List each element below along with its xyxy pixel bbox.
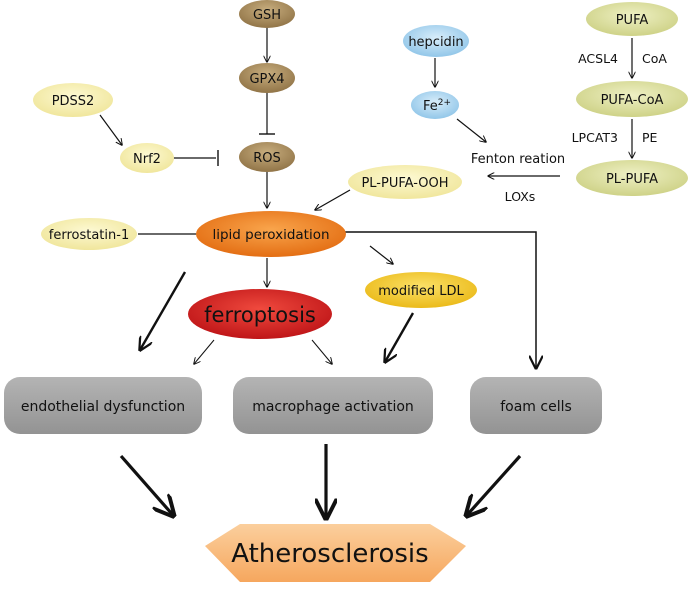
svg-text:ferroptosis: ferroptosis — [204, 303, 316, 327]
node-ferrostatin-1: ferrostatin-1 — [41, 218, 137, 250]
label-lpcat3: LPCAT3 — [572, 130, 618, 145]
svg-text:PUFA: PUFA — [616, 13, 649, 28]
edge-lipid-foamcells — [345, 231, 536, 368]
edge-ferroptosis-macrophage — [311, 339, 332, 364]
node-modified-ldl: modified LDL — [365, 272, 477, 308]
svg-text:hepcidin: hepcidin — [408, 35, 463, 50]
node-fe2: Fe2+ — [411, 91, 459, 119]
svg-text:modified LDL: modified LDL — [378, 284, 464, 299]
edge-foam-atherosclerosis — [468, 454, 522, 514]
svg-text:GPX4: GPX4 — [249, 72, 284, 87]
edge-lipid-modifiedldl — [369, 245, 393, 264]
svg-text:Fe2+: Fe2+ — [423, 98, 451, 114]
node-nrf2: Nrf2 — [120, 143, 174, 173]
node-atherosclerosis: Atherosclerosis — [205, 524, 466, 582]
edge-fe-fenton — [456, 118, 486, 142]
edges — [99, 28, 632, 516]
svg-text:PUFA-CoA: PUFA-CoA — [601, 93, 664, 108]
edge-lipid-endothelial — [140, 271, 187, 350]
svg-text:macrophage activation: macrophage activation — [252, 399, 414, 415]
label-fenton-reaction: Fenton reation — [471, 152, 565, 167]
node-ros: ROS — [239, 142, 295, 172]
edge-modifiedldl-macrophage — [385, 312, 415, 362]
node-endothelial-dysfunction: endothelial dysfunction — [4, 377, 202, 434]
fe-superscript: 2+ — [438, 98, 451, 108]
edge-endothelial-atherosclerosis — [119, 454, 172, 514]
svg-text:ROS: ROS — [253, 151, 281, 166]
edge-ferroptosis-endothelial — [194, 339, 215, 364]
edge-labels: ACSL4 CoA LPCAT3 PE Fenton reation LOXs — [471, 51, 668, 204]
svg-text:GSH: GSH — [253, 8, 281, 23]
node-ferroptosis: ferroptosis — [188, 289, 332, 339]
svg-text:ferrostatin-1: ferrostatin-1 — [49, 228, 129, 243]
svg-text:endothelial dysfunction: endothelial dysfunction — [21, 399, 185, 415]
svg-text:PL-PUFA: PL-PUFA — [606, 172, 658, 187]
svg-text:lipid peroxidation: lipid peroxidation — [212, 227, 329, 243]
svg-text:Nrf2: Nrf2 — [133, 152, 161, 167]
node-pl-pufa: PL-PUFA — [576, 160, 688, 196]
label-coa: CoA — [642, 51, 667, 66]
node-pl-pufa-ooh: PL-PUFA-OOH — [348, 165, 462, 199]
node-pdss2: PDSS2 — [33, 83, 113, 117]
node-gsh: GSH — [239, 0, 295, 28]
edge-pdss2-nrf2 — [99, 114, 122, 145]
node-gpx4: GPX4 — [239, 63, 295, 93]
label-loxs: LOXs — [505, 189, 536, 204]
node-pufa-coa: PUFA-CoA — [576, 81, 688, 117]
label-pe: PE — [642, 130, 658, 145]
node-lipid-peroxidation: lipid peroxidation — [196, 211, 346, 257]
node-macrophage-activation: macrophage activation — [233, 377, 433, 434]
node-pufa: PUFA — [586, 2, 678, 36]
svg-text:PL-PUFA-OOH: PL-PUFA-OOH — [361, 176, 448, 191]
node-foam-cells: foam cells — [470, 377, 602, 434]
svg-text:PDSS2: PDSS2 — [52, 94, 95, 109]
svg-text:foam cells: foam cells — [500, 399, 572, 415]
label-acsl4: ACSL4 — [578, 51, 618, 66]
edge-plpufaooh-lipid — [315, 189, 351, 210]
fe-base: Fe — [423, 99, 438, 114]
node-hepcidin: hepcidin — [403, 25, 469, 57]
svg-text:Atherosclerosis: Atherosclerosis — [231, 539, 428, 569]
